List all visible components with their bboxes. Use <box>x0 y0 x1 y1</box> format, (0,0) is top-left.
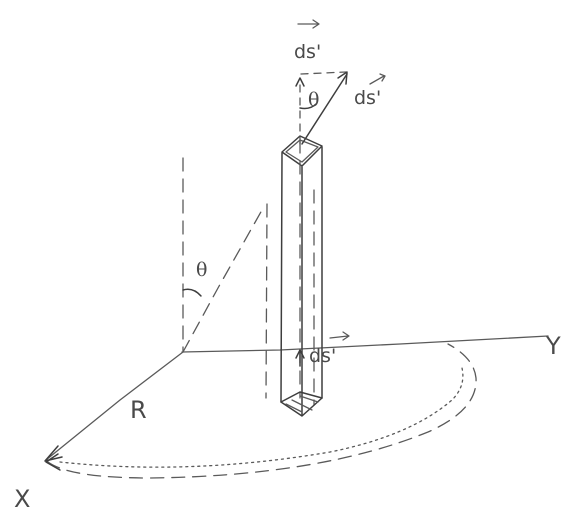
coordinate-axes <box>44 157 549 462</box>
theta-top-label: θ <box>308 89 319 111</box>
prism-bottom-face <box>280 391 323 417</box>
prism-bottom-hatch <box>285 395 319 413</box>
y-axis-line <box>181 335 549 353</box>
bottom-vector-label: ds' <box>309 345 336 367</box>
radius-circle <box>45 343 477 479</box>
x-axis-line <box>45 351 184 461</box>
theta-arc-axis <box>182 288 202 297</box>
x-axis-arrowhead <box>44 445 63 462</box>
theta-arc-top <box>299 103 317 110</box>
prism-column <box>265 135 323 417</box>
top-vectors: ds' ds' θ <box>294 19 386 145</box>
x-axis-label: X <box>14 485 30 513</box>
bottom-vector-overarrow <box>329 331 350 341</box>
slant-label-overarrow <box>369 73 386 85</box>
bottom-vector: ds' <box>295 331 350 367</box>
bottom-vector-arrowhead <box>295 349 305 359</box>
slanted-vector-label: ds' <box>354 87 381 109</box>
top-slanted-vector-arrowhead <box>337 71 348 85</box>
top-vector-label: ds' <box>294 41 321 63</box>
figure-labels: X Y R θ <box>14 259 561 513</box>
radius-arrowhead <box>45 453 61 471</box>
radius-label: R <box>130 396 147 424</box>
top-normal-vector-arrowhead <box>295 77 305 87</box>
polar-direction-line <box>182 209 263 353</box>
theta-axis-label: θ <box>196 259 207 281</box>
radius-arc-inner <box>59 367 464 468</box>
top-guide-line <box>300 71 347 75</box>
top-slanted-vector-shaft <box>301 73 348 145</box>
y-axis-label: Y <box>545 332 561 360</box>
prism-edge-left <box>280 152 283 403</box>
radius-arc <box>47 343 477 479</box>
prism-top-face-inner <box>285 139 319 163</box>
prism-top-face <box>281 135 323 167</box>
prism-edge-hidden-left <box>265 203 268 399</box>
top-label-overarrow <box>297 19 320 29</box>
